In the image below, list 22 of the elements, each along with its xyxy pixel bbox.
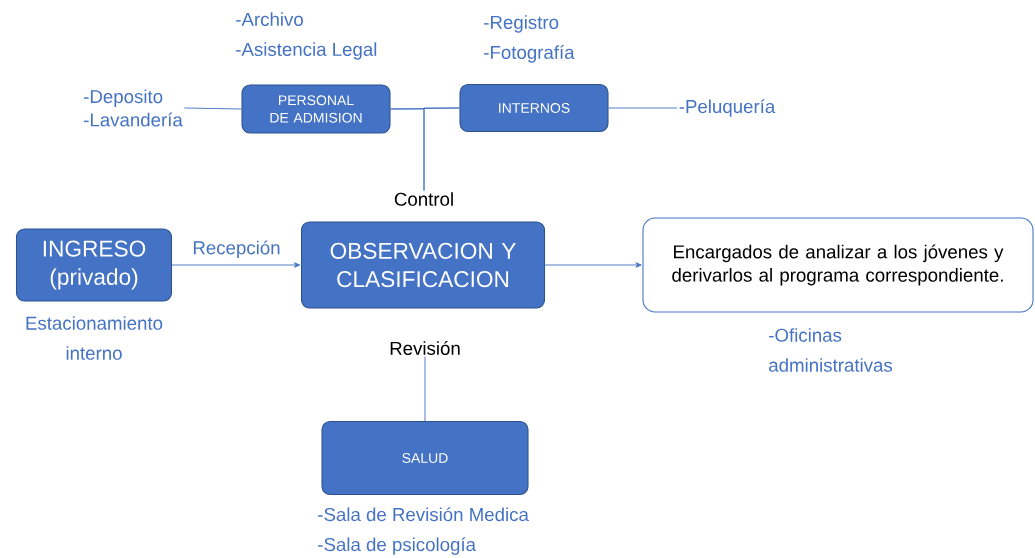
process-box: INTERNOS	[459, 83, 609, 133]
connector-line	[608, 107, 678, 109]
connector-line	[183, 107, 242, 110]
process-box: INGRESO (privado)	[15, 228, 173, 302]
edge-label: Recepción	[191, 239, 282, 260]
item-list: -Deposito -Lavandería	[84, 89, 183, 127]
connector-label: Revisión	[390, 341, 460, 355]
description-box: Encargados de analizar a los jóvenes y derivarlos al programa correspondiente.	[642, 217, 1034, 313]
item-list: -Registro -Fotografía	[484, 15, 575, 63]
arrow	[171, 262, 301, 268]
item-list: -Sala de Revisión Medica -Sala de psicología	[318, 507, 529, 555]
item-list: Estacionamiento interno	[26, 316, 163, 360]
item-text: -Peluquería	[679, 99, 776, 117]
connector-label: Control	[394, 192, 453, 206]
connector-line	[423, 107, 460, 191]
item-list: -Archivo -Asistencia Legal	[236, 12, 377, 60]
arrow	[544, 262, 642, 268]
connector-line	[424, 356, 426, 422]
process-box: OBSERVACION Y CLASIFICACION	[300, 221, 546, 309]
process-box: PERSONAL DE ADMISION	[241, 84, 391, 134]
process-box: SALUD	[321, 420, 529, 496]
item-list: -Oficinas administrativas	[769, 328, 893, 372]
